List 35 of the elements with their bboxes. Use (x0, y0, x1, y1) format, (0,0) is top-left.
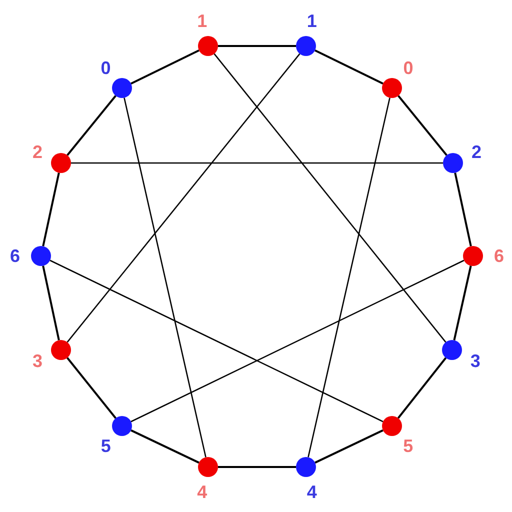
graph-edge (50, 260, 384, 422)
vertex-label: 3 (469, 352, 482, 370)
graph-edge (130, 260, 464, 422)
graph-edge (214, 53, 446, 343)
vertex-label: 2 (32, 142, 44, 161)
vertex-label: 2 (470, 142, 482, 161)
vertex-label: 1 (306, 12, 318, 30)
vertex-label: 4 (196, 483, 208, 502)
graph-edge (314, 50, 384, 84)
graph-edge (453, 266, 472, 340)
graph-edge (308, 98, 390, 458)
vertex-label: 4 (306, 483, 318, 502)
vertex-label: 6 (492, 247, 505, 265)
vertex-label: 0 (100, 58, 112, 77)
graph-edge (397, 357, 447, 419)
graph-edge (42, 266, 60, 340)
graph-edge (66, 53, 300, 343)
graph-edge (66, 95, 116, 156)
graph-edge (130, 50, 200, 84)
vertex-label: 3 (32, 352, 44, 370)
graph-edge (66, 357, 117, 419)
graph-edge (454, 172, 472, 246)
vertex-label: 0 (402, 58, 414, 77)
graph-edge (314, 429, 384, 464)
vertex-label: 1 (196, 12, 208, 30)
graph-edge (218, 466, 296, 468)
graph-edge (124, 98, 206, 458)
graph-edge (71, 162, 443, 164)
graph-edge (218, 45, 296, 47)
vertex-label: 5 (100, 437, 112, 456)
vertex-label: 5 (402, 437, 414, 456)
graph-edge (42, 172, 60, 246)
graph-edge (130, 429, 200, 464)
graph-edge (398, 95, 448, 156)
vertex-label: 6 (8, 247, 21, 265)
